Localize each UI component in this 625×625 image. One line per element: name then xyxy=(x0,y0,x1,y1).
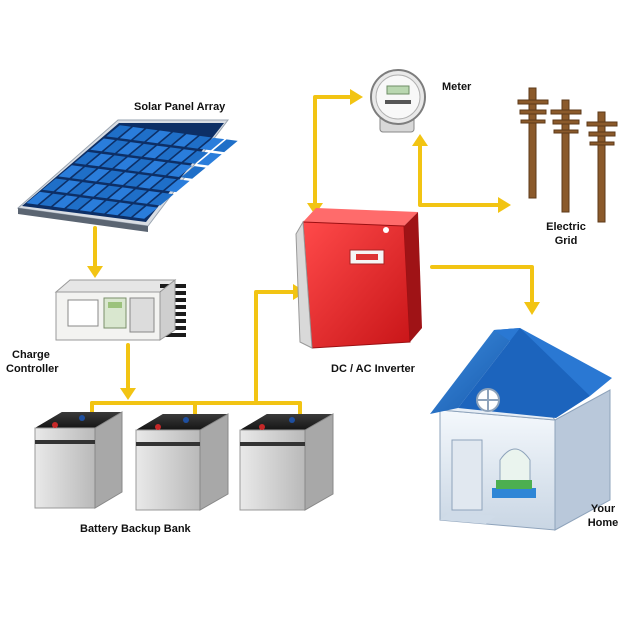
inverter-label: DC / AC Inverter xyxy=(331,363,415,375)
solar-cell xyxy=(151,177,177,191)
solar-cell xyxy=(197,152,222,166)
solar-cell xyxy=(103,140,129,153)
solar-cell xyxy=(159,132,185,145)
solar-cell xyxy=(117,142,142,155)
solar-cell xyxy=(93,200,118,214)
solar-cell xyxy=(213,139,238,153)
home-label-line1: Your xyxy=(590,503,616,515)
meter-label: Meter xyxy=(442,81,472,93)
solar-cell xyxy=(133,128,158,142)
arrow-up-from-meter xyxy=(412,134,428,146)
solar-panel-label: Solar Panel Array xyxy=(134,101,226,113)
home-label-line2: Home xyxy=(587,517,619,529)
meter-icon xyxy=(370,69,426,133)
solar-cell xyxy=(167,164,193,177)
solar-cell xyxy=(106,202,131,216)
solar-cell xyxy=(90,138,115,152)
solar-cell xyxy=(87,153,113,167)
arrow-to-meter xyxy=(350,89,363,105)
solar-cell xyxy=(154,162,179,176)
solar-cell xyxy=(85,168,110,182)
wire-battery-to-inverter xyxy=(254,290,297,402)
solar-cell xyxy=(109,187,134,201)
battery-3-icon xyxy=(239,413,334,511)
solar-cell xyxy=(119,127,145,140)
solar-cell xyxy=(114,157,139,170)
solar-cell xyxy=(122,189,147,202)
solar-cell xyxy=(66,197,91,210)
solar-cell xyxy=(183,151,209,164)
solar-cell xyxy=(58,165,83,178)
solar-cell xyxy=(79,199,105,212)
solar-cell xyxy=(170,149,195,162)
solar-cell xyxy=(55,180,81,193)
arrow-to-home xyxy=(524,302,540,315)
charge-controller-label-line2: Controller xyxy=(6,363,59,375)
solar-cell xyxy=(181,166,206,179)
solar-cell xyxy=(165,179,190,193)
solar-cell xyxy=(69,182,94,195)
inverter-icon xyxy=(295,208,422,349)
arrow-to-grid xyxy=(498,197,511,213)
solar-cell xyxy=(149,192,174,206)
solar-cell xyxy=(106,125,131,138)
battery-2-icon xyxy=(135,413,229,511)
solar-cell xyxy=(127,159,153,172)
wire-meter-to-grid xyxy=(418,141,502,207)
arrow-to-inverter-top xyxy=(307,203,323,215)
solar-cell xyxy=(141,160,166,174)
arrow-to-controller xyxy=(87,266,103,278)
solar-cell xyxy=(39,193,65,207)
solar-cell xyxy=(111,172,137,185)
solar-cell xyxy=(133,206,158,219)
solar-cell xyxy=(98,170,123,184)
house-icon xyxy=(430,328,612,531)
solar-cell xyxy=(173,134,198,147)
battery-1-icon xyxy=(34,411,123,509)
solar-cell xyxy=(130,143,155,157)
solar-cells xyxy=(26,125,238,219)
battery-bank-label: Battery Backup Bank xyxy=(80,523,191,535)
solar-cell xyxy=(138,175,163,189)
solar-cell xyxy=(199,137,225,151)
charge-controller-icon xyxy=(54,278,186,341)
solar-cell xyxy=(74,151,99,165)
solar-cell xyxy=(42,178,67,192)
solar-cell xyxy=(143,145,169,159)
wire-inverter-to-home xyxy=(430,265,534,307)
solar-panel-icon xyxy=(16,119,238,232)
arrow-to-battery xyxy=(120,388,136,400)
solar-cell xyxy=(82,183,107,197)
solar-cell xyxy=(157,147,182,161)
grid-label-line2: Grid xyxy=(554,235,578,247)
solar-cell xyxy=(101,155,126,169)
solar-cell xyxy=(95,185,121,199)
arrow-heads xyxy=(87,89,540,400)
grid-label-line1: Electric xyxy=(546,221,586,233)
charge-controller-label-line1: Charge xyxy=(12,349,50,361)
solar-cell xyxy=(26,191,51,205)
utility-poles-icon xyxy=(517,87,618,223)
solar-cell xyxy=(186,135,211,149)
solar-cell xyxy=(125,174,150,187)
solar-cell xyxy=(53,195,78,209)
solar-cell xyxy=(71,167,97,180)
solar-cell xyxy=(135,191,161,204)
solar-cell xyxy=(119,204,145,217)
solar-cell xyxy=(146,130,171,144)
wire-inverter-to-meter xyxy=(313,95,354,207)
